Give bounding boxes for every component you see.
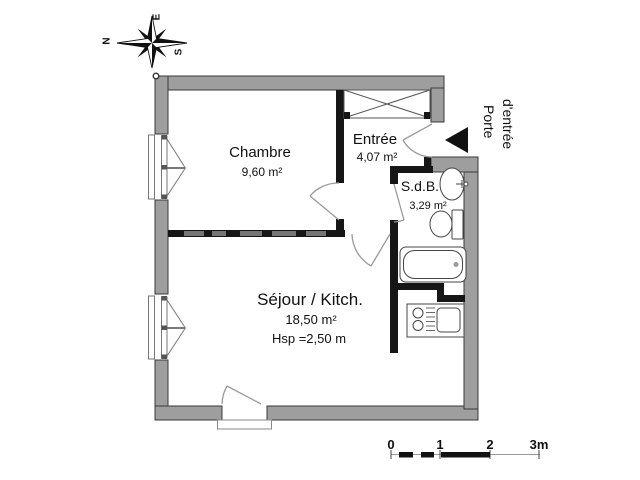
room-area-entree: 4,07 m² [356, 150, 398, 164]
entrance-arrow-icon [445, 127, 468, 153]
door-threshold [217, 419, 272, 430]
exterior-walls [154, 75, 479, 421]
room-label-entree: Entrée [352, 131, 398, 148]
kitchen-unit-icon [406, 303, 465, 338]
scale-tick-3: 3m [529, 437, 549, 452]
room-label-sejour: Séjour / Kitch. [257, 290, 363, 309]
scale-tick-2: 2 [486, 437, 494, 452]
scale-bar [390, 450, 540, 459]
scale-tick-1: 1 [436, 437, 444, 452]
compass-rose-icon [116, 15, 188, 69]
watermark [184, 231, 326, 236]
bathtub-icon [399, 246, 467, 283]
compass-north-label: N [101, 37, 113, 45]
room-label-chambre: Chambre [229, 144, 291, 161]
corner-marker [152, 72, 160, 80]
scale-tick-0: 0 [387, 437, 395, 452]
door-arc-icons [221, 123, 433, 405]
room-label-sdb: S.d.B. [400, 178, 440, 194]
room-area-sejour: 18,50 m² [285, 312, 337, 327]
entrance-label-line2: d'entrée [500, 99, 516, 150]
window-icon-chambre [148, 134, 186, 200]
room-area-chambre: 9,60 m² [241, 165, 283, 179]
compass-east-label: E [151, 13, 163, 21]
room-area-sdb: 3,29 m² [409, 200, 447, 212]
compass-south-label: S [173, 48, 185, 56]
entrance-label-line1: Porte [481, 105, 497, 139]
toilet-icon [429, 209, 464, 240]
sink-icon [439, 167, 469, 201]
window-icon-sejour [148, 295, 186, 360]
ceiling-height-note: Hsp =2,50 m [271, 331, 347, 346]
closet-symbol [343, 89, 431, 119]
